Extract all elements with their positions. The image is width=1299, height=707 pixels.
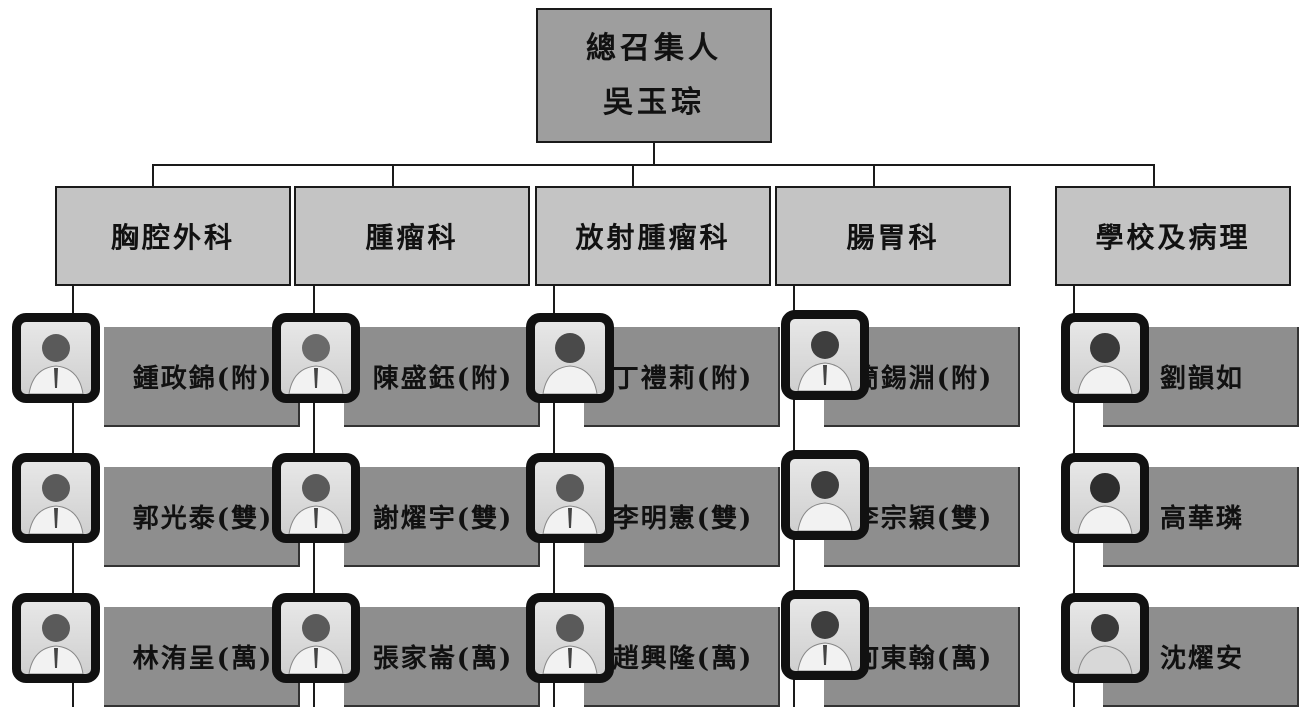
root-title: 總召集人 (586, 30, 722, 66)
member-card-1-3: 林洧呈(萬) (104, 607, 300, 707)
dept-label: 腸胃科 (846, 221, 940, 254)
dept-box-1: 胸腔外科 (55, 186, 291, 286)
avatar (272, 593, 360, 683)
member-card-1-1: 鍾政錦(附) (104, 327, 300, 427)
member-name: 丁禮莉(附) (612, 363, 754, 394)
dept-box-3: 放射腫瘤科 (535, 186, 771, 286)
member-name: 林洧呈(萬) (132, 643, 274, 674)
avatar (12, 453, 100, 543)
dept-connector-3 (632, 164, 634, 186)
avatar (1061, 313, 1149, 403)
avatar (526, 593, 614, 683)
member-name: 鍾政錦(附) (132, 363, 274, 394)
avatar (272, 313, 360, 403)
dept-label: 腫瘤科 (365, 221, 459, 254)
member-name: 張家崙(萬) (372, 643, 514, 674)
member-name: 郭光泰(雙) (132, 503, 274, 534)
member-card-3-2: 李明憲(雙) (584, 467, 780, 567)
member-name: 沈燿安 (1159, 643, 1244, 674)
dept-box-2: 腫瘤科 (294, 186, 530, 286)
branch-bar (152, 164, 1155, 166)
root-node: 總召集人 吳玉琮 (536, 8, 772, 143)
root-name: 吳玉琮 (603, 84, 705, 120)
dept-connector-1 (152, 164, 154, 186)
avatar (526, 313, 614, 403)
member-card-2-3: 張家崙(萬) (344, 607, 540, 707)
avatar (781, 310, 869, 400)
member-name: 劉韻如 (1159, 363, 1244, 394)
avatar (526, 453, 614, 543)
member-card-2-1: 陳盛鈺(附) (344, 327, 540, 427)
member-name: 李宗穎(雙) (852, 503, 994, 534)
root-connector (653, 143, 655, 165)
avatar (781, 450, 869, 540)
member-card-3-3: 趙興隆(萬) (584, 607, 780, 707)
member-name: 高華璘 (1159, 503, 1244, 534)
avatar (12, 313, 100, 403)
member-card-1-2: 郭光泰(雙) (104, 467, 300, 567)
dept-label: 放射腫瘤科 (575, 221, 731, 254)
dept-connector-2 (392, 164, 394, 186)
dept-label: 胸腔外科 (110, 221, 235, 254)
member-name: 陳盛鈺(附) (372, 363, 514, 394)
dept-label: 學校及病理 (1095, 221, 1251, 254)
avatar (781, 590, 869, 680)
member-name: 趙興隆(萬) (612, 643, 754, 674)
member-name: 李明憲(雙) (612, 503, 754, 534)
member-card-3-1: 丁禮莉(附) (584, 327, 780, 427)
avatar (12, 593, 100, 683)
member-card-2-2: 謝燿宇(雙) (344, 467, 540, 567)
avatar (272, 453, 360, 543)
dept-connector-5 (1153, 164, 1155, 186)
dept-connector-4 (873, 164, 875, 186)
avatar (1061, 593, 1149, 683)
member-name: 謝燿宇(雙) (372, 503, 514, 534)
dept-box-5: 學校及病理 (1055, 186, 1291, 286)
member-name: 簡錫淵(附) (852, 363, 994, 394)
dept-box-4: 腸胃科 (775, 186, 1011, 286)
member-name: 何東翰(萬) (852, 643, 994, 674)
avatar (1061, 453, 1149, 543)
